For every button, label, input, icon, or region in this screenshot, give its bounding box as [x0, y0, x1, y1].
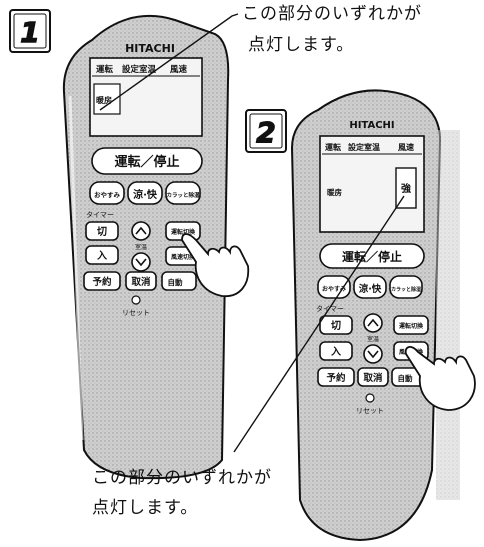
remote-2-sleep-button[interactable]	[317, 275, 351, 299]
remote-1-mode-switch-label: 運転切換	[171, 228, 196, 236]
remote-1-sleep-label: おやすみ	[94, 190, 121, 199]
remote-1-reset-label: リセット	[122, 309, 150, 317]
remote-1-auto-button[interactable]	[161, 271, 197, 291]
remote-1: HITACHI 運転 設定室温 風速 暖房 運転／停止 おやすみ 涼·快 カラッ…	[62, 14, 250, 480]
remote-2-lcd-mode: 暖房	[327, 187, 342, 197]
remote-1-timer-off-label: 切	[97, 226, 107, 238]
remote-1-lcd: 運転 設定室温 風速 暖房	[89, 57, 203, 137]
remote-1-reserve-button[interactable]	[83, 271, 121, 291]
remote-2-brand: HITACHI	[349, 120, 394, 131]
remote-1-room-temp-label: 室温	[135, 243, 147, 251]
remote-1-dry-label: カラッと除湿	[166, 191, 200, 199]
remote-1-lcd-tab-run: 運転	[96, 64, 114, 75]
remote-2: HITACHI 運転 設定室温 風速 暖房 強 運転／停止 おやすみ 涼·快 カ…	[290, 89, 476, 542]
remote-2-sleep-label: おやすみ	[322, 285, 346, 293]
remote-1-cool-button[interactable]	[127, 181, 163, 205]
remote-1-temp-down-button[interactable]	[131, 252, 151, 272]
remote-1-auto-label: 自動	[168, 277, 183, 287]
callout-top-line1: この部分のいずれかが	[242, 4, 422, 24]
remote-2-temp-down-button[interactable]	[363, 344, 383, 364]
remote-1-run-stop-label: 運転／停止	[114, 154, 179, 170]
remote-2-lcd-tab-temp: 設定室温	[348, 142, 380, 152]
remote-1-lcd-tab-temp: 設定室温	[122, 64, 157, 75]
remote-2-cancel-label: 取消	[363, 372, 383, 384]
remote-1-reserve-label: 予約	[92, 276, 112, 288]
remote-2-cool-label: 涼·快	[359, 283, 382, 295]
remote-2-run-stop-label: 運転／停止	[342, 249, 402, 264]
remote-2-lcd-tab-fan: 風速	[398, 142, 414, 152]
step-2-badge: 2	[245, 109, 287, 153]
remote-1-dry-button[interactable]	[165, 181, 201, 205]
callout-bottom-leader	[233, 195, 405, 453]
temp-up-icon	[135, 226, 147, 235]
remote-2-cool-button[interactable]	[353, 275, 387, 299]
remote-2-timer-on-button[interactable]	[319, 341, 353, 361]
pointing-hand-icon	[404, 346, 476, 411]
remote-2-mode-switch-label: 運転切換	[399, 322, 424, 330]
remote-1-run-stop-button[interactable]	[91, 147, 203, 175]
remote-1-lcd-mode: 暖房	[96, 95, 112, 105]
pointing-hand-icon	[181, 233, 250, 297]
remote-1-cancel-button[interactable]	[125, 271, 157, 291]
callout-top-line2: 点灯します。	[248, 35, 355, 55]
step-1-number: 1	[20, 16, 39, 49]
remote-2-temp-up-button[interactable]	[363, 313, 383, 333]
remote-1-cool-label: 涼·快	[133, 188, 158, 201]
remote-1-timer-on-button[interactable]	[85, 245, 119, 265]
remote-1-reset-button[interactable]	[131, 295, 141, 305]
remote-1-timer-label: タイマー	[86, 210, 114, 219]
remote-1-timer-off-button[interactable]	[85, 221, 119, 241]
remote-2-cancel-button[interactable]	[357, 367, 389, 387]
remote-1-sleep-button[interactable]	[89, 181, 125, 205]
remote-1-timer-on-label: 入	[97, 250, 107, 262]
remote-2-timer-off-button[interactable]	[319, 315, 353, 335]
remote-1-fan-speed-label: 風速切換	[171, 253, 196, 261]
remote-1-lcd-tab-fan: 風速	[170, 64, 188, 75]
remote-2-reserve-button[interactable]	[317, 367, 355, 387]
remote-2-dry-label: カラッと除湿	[391, 286, 421, 293]
remote-2-reset-label: リセット	[356, 407, 384, 415]
temp-down-icon	[367, 350, 379, 359]
remote-2-reserve-label: 予約	[326, 372, 346, 384]
remote-2-auto-label: 自動	[398, 373, 413, 383]
remote-2-mode-switch-button[interactable]	[393, 315, 429, 335]
remote-2-reset-button[interactable]	[365, 393, 375, 403]
callout-bottom-line2: 点灯します。	[92, 498, 199, 518]
step-1-badge: 1	[9, 9, 51, 53]
remote-2-timer-on-label: 入	[331, 346, 341, 358]
remote-2-room-temp-label: 室温	[367, 335, 379, 343]
temp-up-icon	[367, 318, 379, 327]
remote-1-cancel-label: 取消	[131, 276, 151, 288]
callout-bottom-line1: この部分のいずれかが	[92, 468, 272, 488]
temp-down-icon	[135, 258, 147, 267]
remote-2-lcd-tab-run: 運転	[325, 142, 341, 152]
remote-2-lcd: 運転 設定室温 風速 暖房 強	[319, 135, 425, 233]
remote-1-brand: HITACHI	[125, 42, 175, 55]
callout-top-leader	[99, 13, 239, 111]
remote-2-timer-off-label: 切	[331, 320, 341, 332]
remote-2-lcd-fan-level: 強	[401, 182, 411, 195]
remote-1-temp-up-button[interactable]	[131, 221, 151, 241]
step-2-number: 2	[256, 116, 275, 149]
remote-2-dry-button[interactable]	[389, 275, 423, 299]
